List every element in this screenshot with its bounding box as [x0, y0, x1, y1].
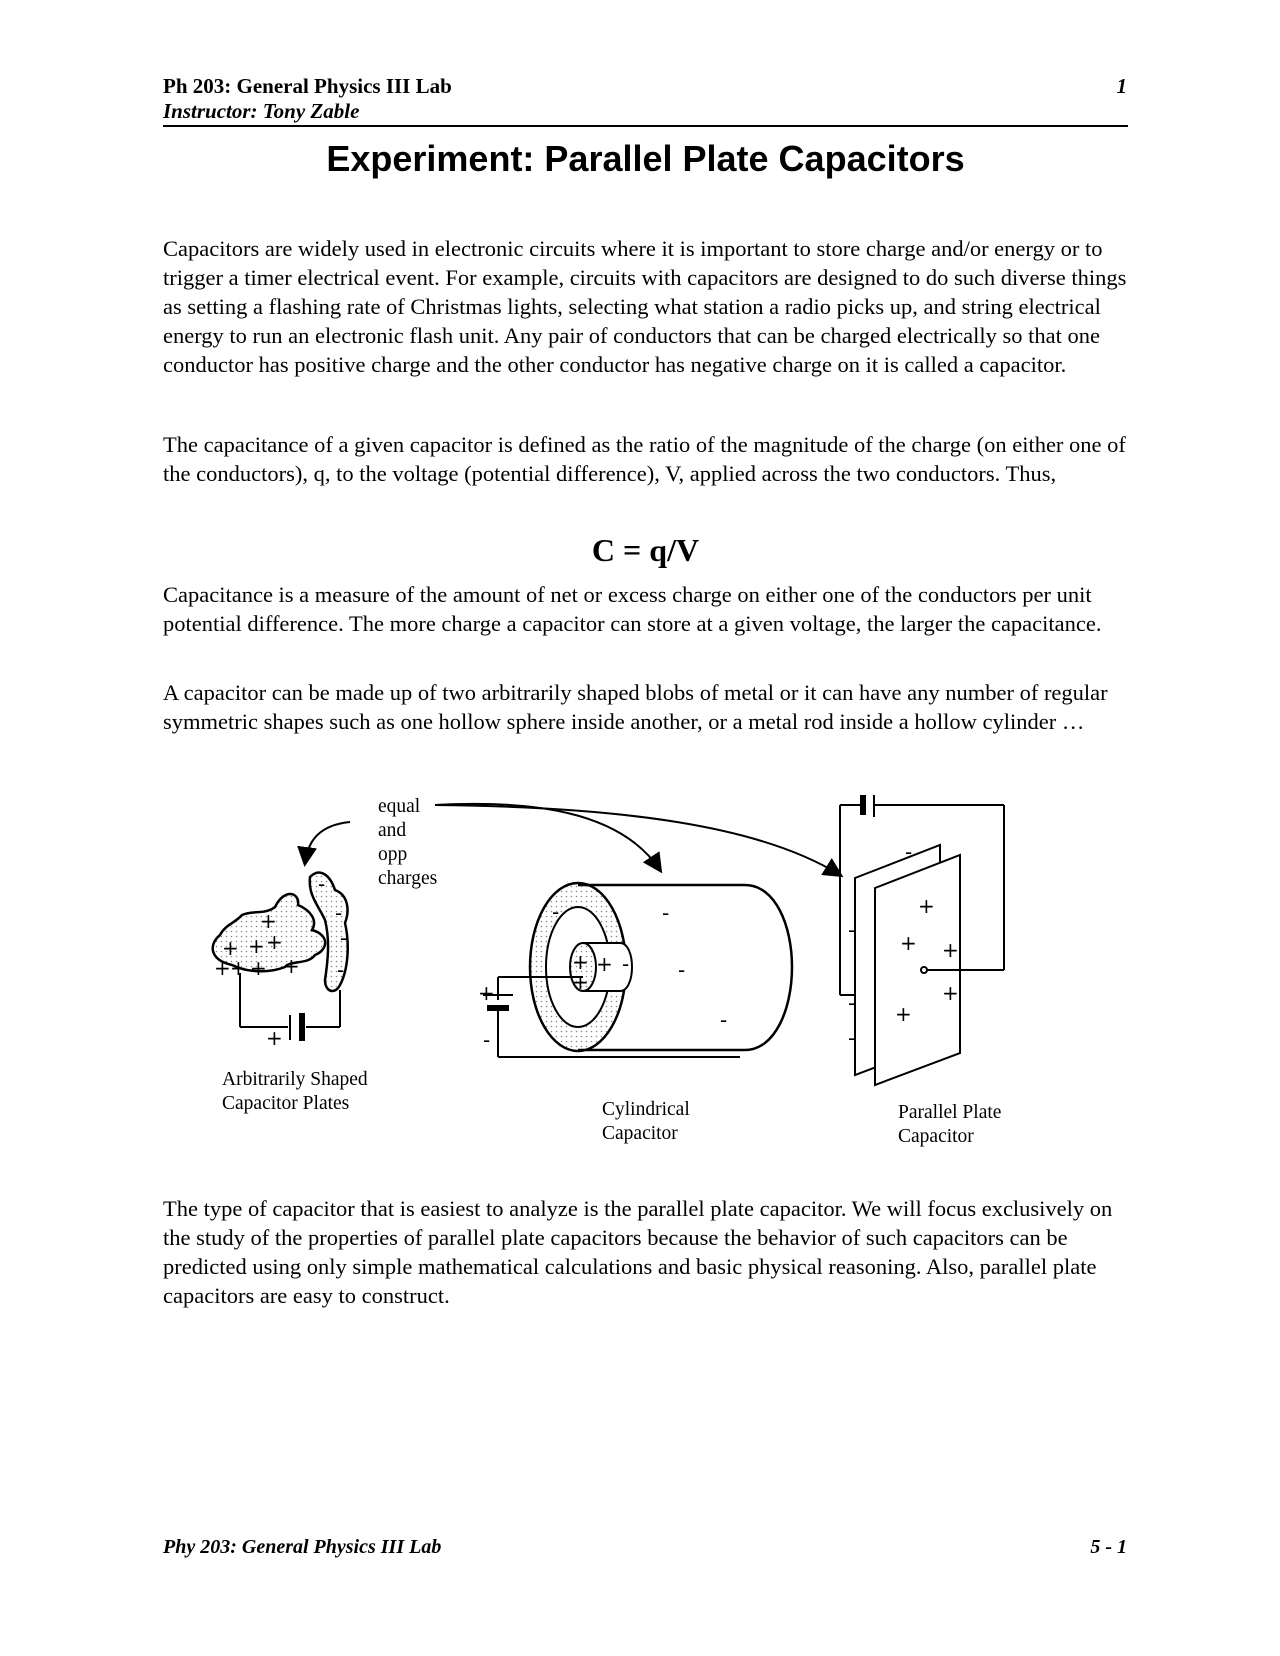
svg-text:+: +	[900, 931, 917, 955]
annotation-line: opp	[378, 844, 408, 865]
svg-text:+: +	[248, 934, 265, 958]
header-course: Ph 203: General Physics III Lab	[163, 74, 452, 98]
header-rule	[163, 125, 1128, 127]
annotation-arrows	[297, 802, 844, 878]
svg-text:-: -	[483, 1028, 490, 1052]
label-line: Cylindrical	[602, 1099, 690, 1120]
svg-text:+: +	[266, 1026, 283, 1050]
svg-text:-: -	[848, 918, 855, 942]
header-page-number: 1	[1116, 74, 1128, 98]
svg-text:-: -	[552, 900, 559, 924]
arbitrary-capacitor: + + + + + + + + - - - - +	[211, 871, 349, 1050]
annotation-line: and	[378, 820, 407, 841]
svg-text:+: +	[572, 970, 589, 994]
svg-text:-: -	[337, 958, 344, 982]
paragraph-definition: The capacitance of a given capacitor is …	[163, 432, 1126, 486]
label-line: Arbitrarily Shaped	[222, 1069, 368, 1090]
label-line: Capacitor	[602, 1123, 678, 1144]
svg-text:+: +	[250, 956, 267, 980]
annotation-line: charges	[378, 868, 438, 889]
cylindrical-capacitor-label: Cylindrical Capacitor	[602, 1098, 690, 1146]
annotation-line: equal	[378, 796, 421, 817]
label-line: Capacitor	[898, 1126, 974, 1147]
cylindrical-capacitor: + + + - - - - - + -	[478, 881, 794, 1058]
svg-text:-: -	[678, 958, 685, 982]
parallel-plate-capacitor: - - - - + + + + +	[839, 795, 1005, 1087]
svg-text:-: -	[662, 901, 669, 925]
label-line: Parallel Plate	[898, 1102, 1002, 1123]
footer-course: Phy 203: General Physics III Lab	[163, 1536, 442, 1558]
svg-text:-: -	[340, 926, 347, 950]
svg-text:+: +	[596, 952, 613, 976]
parallel-plate-capacitor-label: Parallel Plate Capacitor	[898, 1101, 1001, 1149]
footer-page-number: 5 - 1	[1090, 1536, 1127, 1558]
paragraph-measure: Capacitance is a measure of the amount o…	[163, 582, 1102, 636]
paragraph-intro: Capacitors are widely used in electronic…	[163, 236, 1127, 377]
svg-text:-: -	[848, 1026, 855, 1050]
label-line: Capacitor Plates	[222, 1093, 350, 1114]
header-instructor: Instructor: Tony Zable	[163, 99, 360, 123]
svg-text:+: +	[895, 1002, 912, 1026]
capacitor-diagram: + + + + + + + + - - - - +	[211, 795, 1005, 1087]
paragraph-focus: The type of capacitor that is easiest to…	[163, 1196, 1113, 1308]
svg-text:+: +	[942, 981, 959, 1005]
svg-text:+: +	[283, 954, 300, 978]
svg-text:+: +	[918, 894, 935, 918]
svg-text:+: +	[572, 950, 589, 974]
paragraph-shapes: A capacitor can be made up of two arbitr…	[163, 680, 1108, 734]
svg-text:+: +	[222, 936, 239, 960]
svg-text:-: -	[720, 1008, 727, 1032]
capacitor-types-figure: + + + + + + + + - - - - +	[200, 795, 1090, 1165]
svg-text:+: +	[942, 938, 959, 962]
page-title: Experiment: Parallel Plate Capacitors	[326, 138, 965, 179]
capacitance-formula: C = q/V	[591, 532, 700, 568]
arbitrary-capacitor-label: Arbitrarily Shaped Capacitor Plates	[222, 1068, 368, 1116]
svg-text:+: +	[260, 909, 277, 933]
svg-text:+: +	[214, 956, 231, 980]
annotation-label: equal and opp charges	[378, 795, 437, 891]
svg-text:-: -	[335, 901, 342, 925]
svg-text:+: +	[230, 956, 247, 980]
svg-text:+: +	[478, 981, 495, 1005]
svg-text:-: -	[848, 991, 855, 1015]
svg-text:+: +	[266, 930, 283, 954]
svg-text:-: -	[905, 840, 912, 864]
svg-text:-: -	[318, 872, 325, 896]
svg-text:-: -	[622, 952, 629, 976]
